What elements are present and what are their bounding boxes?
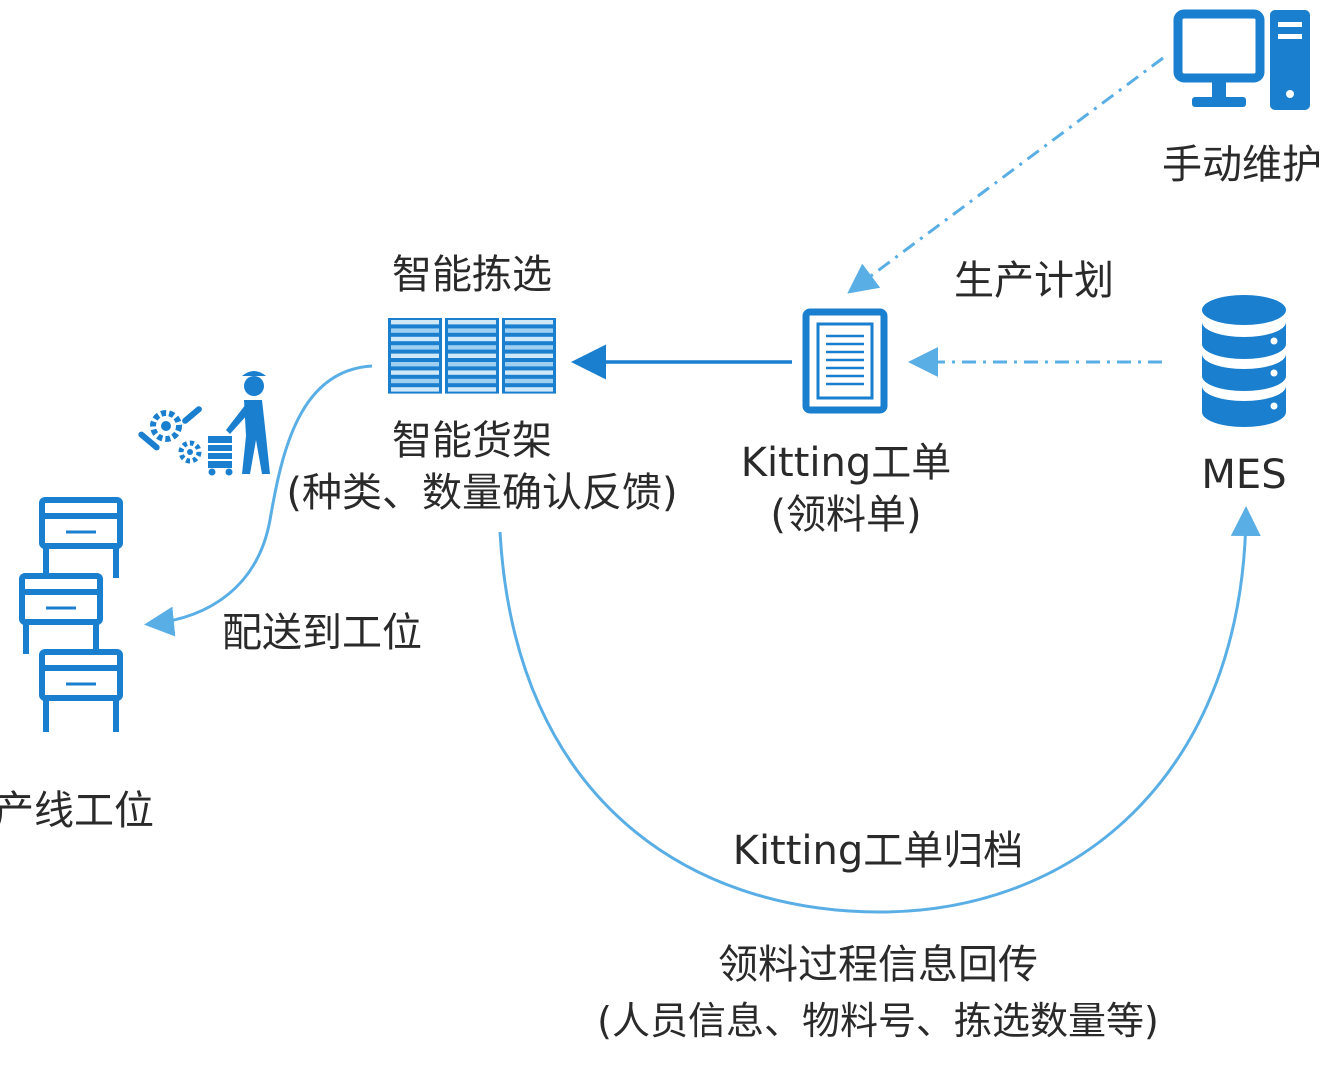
edge-shelf-to-line: [144, 364, 373, 637]
feedback-sublabel: (人员信息、物料号、拣选数量等): [597, 999, 1159, 1043]
smart-picking-label: 智能拣选: [392, 252, 552, 298]
smart-shelf-label: 智能货架: [392, 418, 552, 464]
kitting-order-label: Kitting工单: [740, 440, 952, 486]
feedback-label: 领料过程信息回传: [718, 942, 1038, 988]
kitting-archive-label: Kitting工单归档: [732, 828, 1024, 874]
manual-maintenance-label: 手动维护: [1162, 142, 1322, 188]
computer-icon: [1173, 9, 1310, 110]
production-line-label: 产线工位: [0, 788, 154, 834]
edge-shelf-to-mes: [498, 506, 1261, 914]
edge-manual-to-kitting: [847, 56, 1164, 294]
worker-cart-icon: [208, 371, 270, 476]
workstation-icon: [19, 497, 123, 732]
gears-icon: [138, 406, 202, 464]
document-icon: [802, 308, 888, 414]
mes-label: MES: [1201, 452, 1287, 498]
smart-shelf-sublabel: (种类、数量确认反馈): [286, 470, 678, 516]
production-plan-label: 生产计划: [954, 258, 1114, 304]
kitting-order-sublabel: (领料单): [770, 492, 922, 538]
database-icon: [1202, 295, 1286, 427]
deliver-to-station-label: 配送到工位: [222, 610, 422, 656]
shelf-rack-icon: [388, 318, 556, 394]
